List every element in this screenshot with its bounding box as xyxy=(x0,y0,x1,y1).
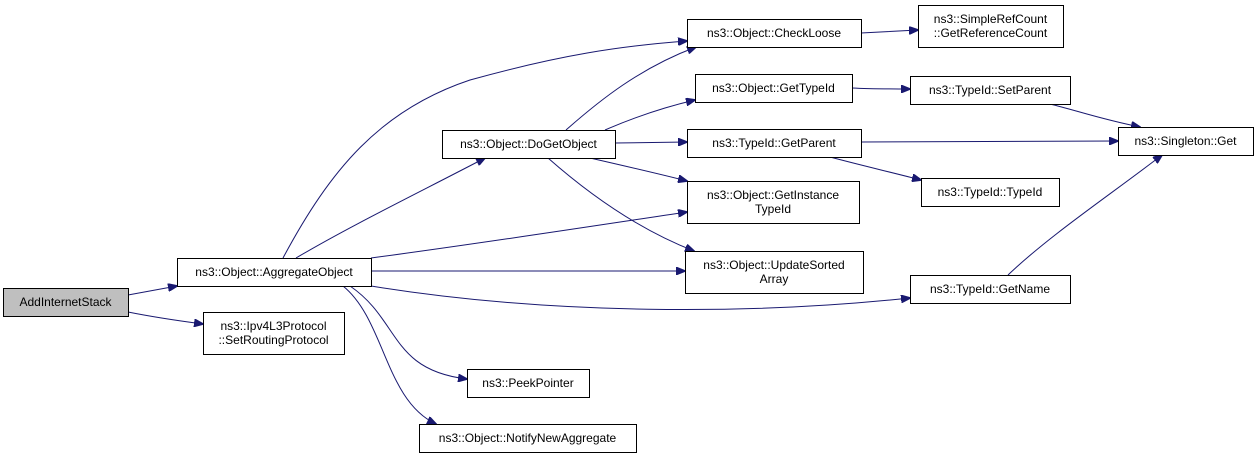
edge-arrow xyxy=(565,47,696,131)
edge-do-get-object-to-get-parent xyxy=(614,142,687,143)
node-label: ns3::Object::GetTypeId xyxy=(712,81,835,95)
edge-do-get-object-to-check-loose xyxy=(565,47,696,131)
node-get-reference-count[interactable]: ns3::SimpleRefCount::GetReferenceCount xyxy=(918,5,1064,48)
edge-check-loose-to-get-reference-count xyxy=(860,30,918,33)
node-peek-pointer[interactable]: ns3::PeekPointer xyxy=(467,369,590,398)
edge-arrow xyxy=(295,158,485,259)
node-box xyxy=(910,275,1071,304)
edge-arrow xyxy=(370,285,910,311)
node-box xyxy=(910,76,1071,105)
node-add-internet-stack[interactable]: AddInternetStack xyxy=(3,288,129,317)
node-box xyxy=(203,312,345,355)
node-label: ns3::TypeId::TypeId xyxy=(938,185,1043,199)
edge-set-parent-to-singleton-get xyxy=(1049,103,1140,127)
node-box xyxy=(687,129,862,158)
node-box xyxy=(177,258,372,287)
node-set-routing-protocol[interactable]: ns3::Ipv4L3Protocol::SetRoutingProtocol xyxy=(203,312,345,355)
edge-arrow xyxy=(282,41,687,259)
edge-do-get-object-to-update-sorted-array xyxy=(547,157,694,251)
node-label: AddInternetStack xyxy=(19,295,112,309)
edge-arrow xyxy=(1049,103,1140,127)
node-box xyxy=(3,288,129,317)
edge-do-get-object-to-get-instance-type-id xyxy=(589,157,687,181)
edge-get-name-to-singleton-get xyxy=(1007,155,1162,276)
edge-arrow xyxy=(604,100,695,131)
node-label: ns3::SimpleRefCount xyxy=(934,12,1048,26)
node-box xyxy=(419,424,637,453)
node-check-loose[interactable]: ns3::Object::CheckLoose xyxy=(687,19,862,48)
edge-arrow xyxy=(614,142,687,143)
edge-arrow xyxy=(349,285,467,379)
edge-arrow xyxy=(1007,155,1162,276)
node-label: ns3::Object::NotifyNewAggregate xyxy=(439,431,617,445)
edge-arrow xyxy=(370,212,687,259)
edge-get-parent-to-type-id-ctor xyxy=(829,156,921,180)
node-set-parent[interactable]: ns3::TypeId::SetParent xyxy=(910,76,1071,105)
node-box xyxy=(918,5,1064,48)
node-label: ::SetRoutingProtocol xyxy=(218,333,328,347)
node-label: ns3::Singleton::Get xyxy=(1134,134,1237,148)
edge-aggregate-object-to-do-get-object xyxy=(295,158,485,259)
node-label: ::GetReferenceCount xyxy=(934,26,1048,40)
node-aggregate-object[interactable]: ns3::Object::AggregateObject xyxy=(177,258,372,287)
edge-arrow xyxy=(547,157,694,251)
edge-aggregate-object-to-check-loose xyxy=(282,41,687,259)
node-do-get-object[interactable]: ns3::Object::DoGetObject xyxy=(442,130,616,159)
node-get-name[interactable]: ns3::TypeId::GetName xyxy=(910,275,1071,304)
node-label: ns3::Ipv4L3Protocol xyxy=(220,319,326,333)
edge-add-internet-stack-to-aggregate-object xyxy=(127,286,177,296)
edge-arrow xyxy=(860,30,918,33)
node-label: ns3::PeekPointer xyxy=(482,376,573,390)
node-object-get-type-id[interactable]: ns3::Object::GetTypeId xyxy=(695,74,853,103)
node-label: ns3::TypeId::GetParent xyxy=(712,136,836,150)
edge-add-internet-stack-to-set-routing-protocol xyxy=(127,311,203,324)
node-label: Array xyxy=(760,272,789,286)
node-box xyxy=(467,369,590,398)
edge-arrow xyxy=(851,88,910,89)
node-label: ns3::Object::GetInstance xyxy=(707,188,839,202)
node-label: ns3::Object::CheckLoose xyxy=(707,26,841,40)
node-box xyxy=(687,181,860,224)
edge-aggregate-object-to-get-instance-type-id xyxy=(370,212,687,259)
node-label: ns3::Object::DoGetObject xyxy=(460,137,597,151)
node-box xyxy=(685,251,864,294)
node-get-parent[interactable]: ns3::TypeId::GetParent xyxy=(687,129,862,158)
node-box xyxy=(1118,127,1254,156)
node-label: ns3::TypeId::SetParent xyxy=(929,83,1052,97)
node-singleton-get[interactable]: ns3::Singleton::Get xyxy=(1118,127,1254,156)
edge-object-get-type-id-to-set-parent xyxy=(851,88,910,89)
edge-get-parent-to-singleton-get xyxy=(860,141,1118,142)
node-box xyxy=(442,130,616,159)
node-box xyxy=(921,178,1060,207)
node-label: ns3::Object::UpdateSorted xyxy=(703,258,844,272)
edge-arrow xyxy=(589,157,687,181)
edge-arrow xyxy=(127,286,177,296)
edge-aggregate-object-to-notify-new-aggregate xyxy=(342,285,436,424)
node-type-id-ctor[interactable]: ns3::TypeId::TypeId xyxy=(921,178,1060,207)
edge-arrow xyxy=(829,156,921,180)
node-label: TypeId xyxy=(755,202,791,216)
node-label: ns3::Object::AggregateObject xyxy=(195,265,353,279)
node-notify-new-aggregate[interactable]: ns3::Object::NotifyNewAggregate xyxy=(419,424,637,453)
edge-aggregate-object-to-peek-pointer xyxy=(349,285,467,379)
node-label: ns3::TypeId::GetName xyxy=(930,282,1050,296)
node-box xyxy=(687,19,862,48)
edge-aggregate-object-to-get-name xyxy=(370,285,910,311)
edge-do-get-object-to-object-get-type-id xyxy=(604,100,695,131)
node-box xyxy=(695,74,853,103)
edge-arrow xyxy=(342,285,436,424)
edge-arrow xyxy=(860,141,1118,142)
edge-arrow xyxy=(127,311,203,324)
